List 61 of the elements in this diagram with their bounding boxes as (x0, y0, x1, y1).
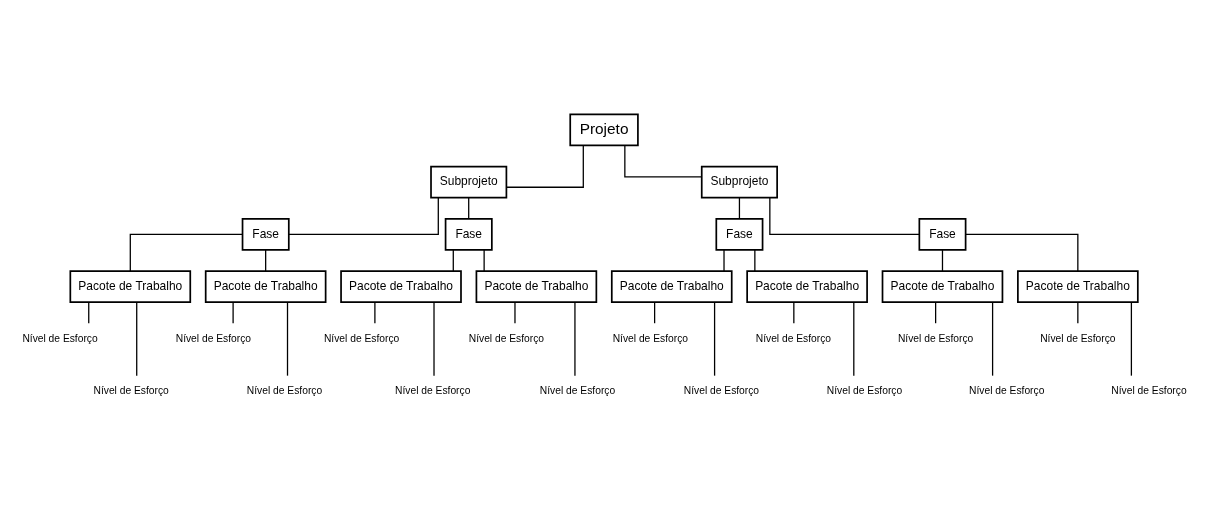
connector (653, 301, 656, 324)
connector (965, 233, 1079, 272)
connector (713, 301, 716, 377)
connector (793, 301, 795, 324)
node-box: Pacote de Trabalho (340, 270, 462, 303)
connector (991, 301, 994, 377)
node-box: Fase (918, 218, 967, 251)
connector (1130, 301, 1133, 377)
connector (129, 233, 244, 272)
node-text: Nível de Esforço (539, 384, 616, 396)
connector (452, 249, 454, 272)
node-text: Nível de Esforço (22, 332, 98, 344)
connector (853, 301, 855, 377)
connector (769, 197, 920, 235)
connector (514, 301, 516, 324)
connector (574, 301, 576, 377)
connector (935, 301, 937, 324)
node-box: Pacote de Trabalho (69, 270, 192, 303)
connector (483, 249, 485, 272)
node-text: Nível de Esforço (755, 332, 832, 344)
node-text: Nível de Esforço (612, 332, 688, 344)
node-text: Nível de Esforço (1040, 332, 1116, 344)
node-text: Nível de Esforço (897, 332, 974, 344)
connector (738, 197, 741, 220)
connector (624, 144, 703, 178)
connector (265, 249, 267, 272)
node-box: Pacote de Trabalho (610, 270, 733, 303)
node-text: Nível de Esforço (969, 384, 1045, 396)
connector (723, 249, 725, 272)
node-text: Nível de Esforço (826, 384, 903, 396)
node-box: Pacote de Trabalho (1017, 270, 1139, 303)
node-text: Nível de Esforço (395, 384, 471, 396)
node-box: Pacote de Trabalho (204, 270, 327, 303)
connector (754, 249, 756, 272)
node-box: Fase (444, 218, 493, 251)
connector (136, 301, 138, 377)
connector (374, 301, 376, 324)
connector (941, 249, 944, 272)
node-box: Pacote de Trabalho (881, 270, 1004, 303)
connector (88, 301, 90, 324)
node-box: Pacote de Trabalho (746, 270, 868, 303)
connector (232, 301, 234, 324)
connector (288, 197, 439, 235)
node-text: Nível de Esforço (175, 332, 252, 344)
node-text: Nível de Esforço (323, 332, 400, 344)
node-text: Nível de Esforço (93, 384, 169, 396)
node-box: Projeto (569, 113, 639, 147)
node-text: Nível de Esforço (246, 384, 323, 396)
connector (286, 301, 289, 377)
connector (505, 144, 584, 188)
node-text: Nível de Esforço (1111, 384, 1187, 396)
connector (433, 301, 435, 377)
node-box: Subprojeto (700, 165, 778, 199)
node-text: Nível de Esforço (683, 384, 760, 396)
node-text: Nível de Esforço (468, 332, 545, 344)
node-box: Pacote de Trabalho (475, 270, 598, 303)
node-box: Subprojeto (430, 165, 508, 199)
node-box: Fase (241, 218, 290, 251)
connector (468, 197, 470, 220)
connector (1077, 301, 1079, 324)
node-box: Fase (715, 218, 764, 251)
